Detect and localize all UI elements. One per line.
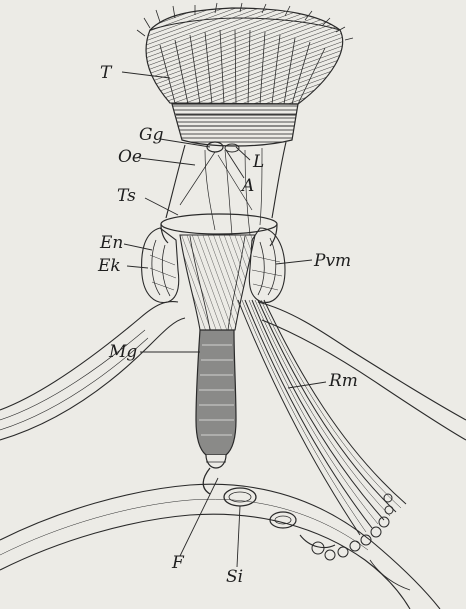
leader-L [236,147,250,160]
leader-Oe [139,158,195,165]
leader-En [124,244,152,250]
label-A: A [240,176,254,196]
label-Rm: Rm [328,371,358,391]
leader-Pvm [276,260,312,264]
leader-A [226,150,244,178]
label-Mg: Mg [108,342,137,362]
label-Ts: Ts [117,186,136,206]
retractor-muscle [238,300,406,535]
label-Ek: Ek [97,256,121,276]
left-organ [142,228,179,303]
label-En: En [99,233,123,253]
label-Pvm: Pvm [313,251,351,271]
label-F: F [171,553,185,573]
leader-Rm [288,382,326,388]
central-body [180,235,255,330]
label-T: T [100,63,113,83]
label-Gg: Gg [139,125,164,145]
funiculus [203,468,210,494]
tentacle-crown [137,3,353,104]
leader-Ek [127,266,148,268]
bead-string [312,494,410,590]
right-stolon [258,302,466,440]
leader-Ts [145,198,178,215]
bottom-stolon [0,484,440,609]
leader-F [180,478,218,556]
left-stolon [0,302,185,440]
label-Oe: Oe [118,147,142,167]
lophophore-base [172,104,298,152]
label-Si: Si [226,567,243,587]
upper-body [166,142,286,235]
label-L: L [252,152,264,172]
stomach [196,330,236,468]
